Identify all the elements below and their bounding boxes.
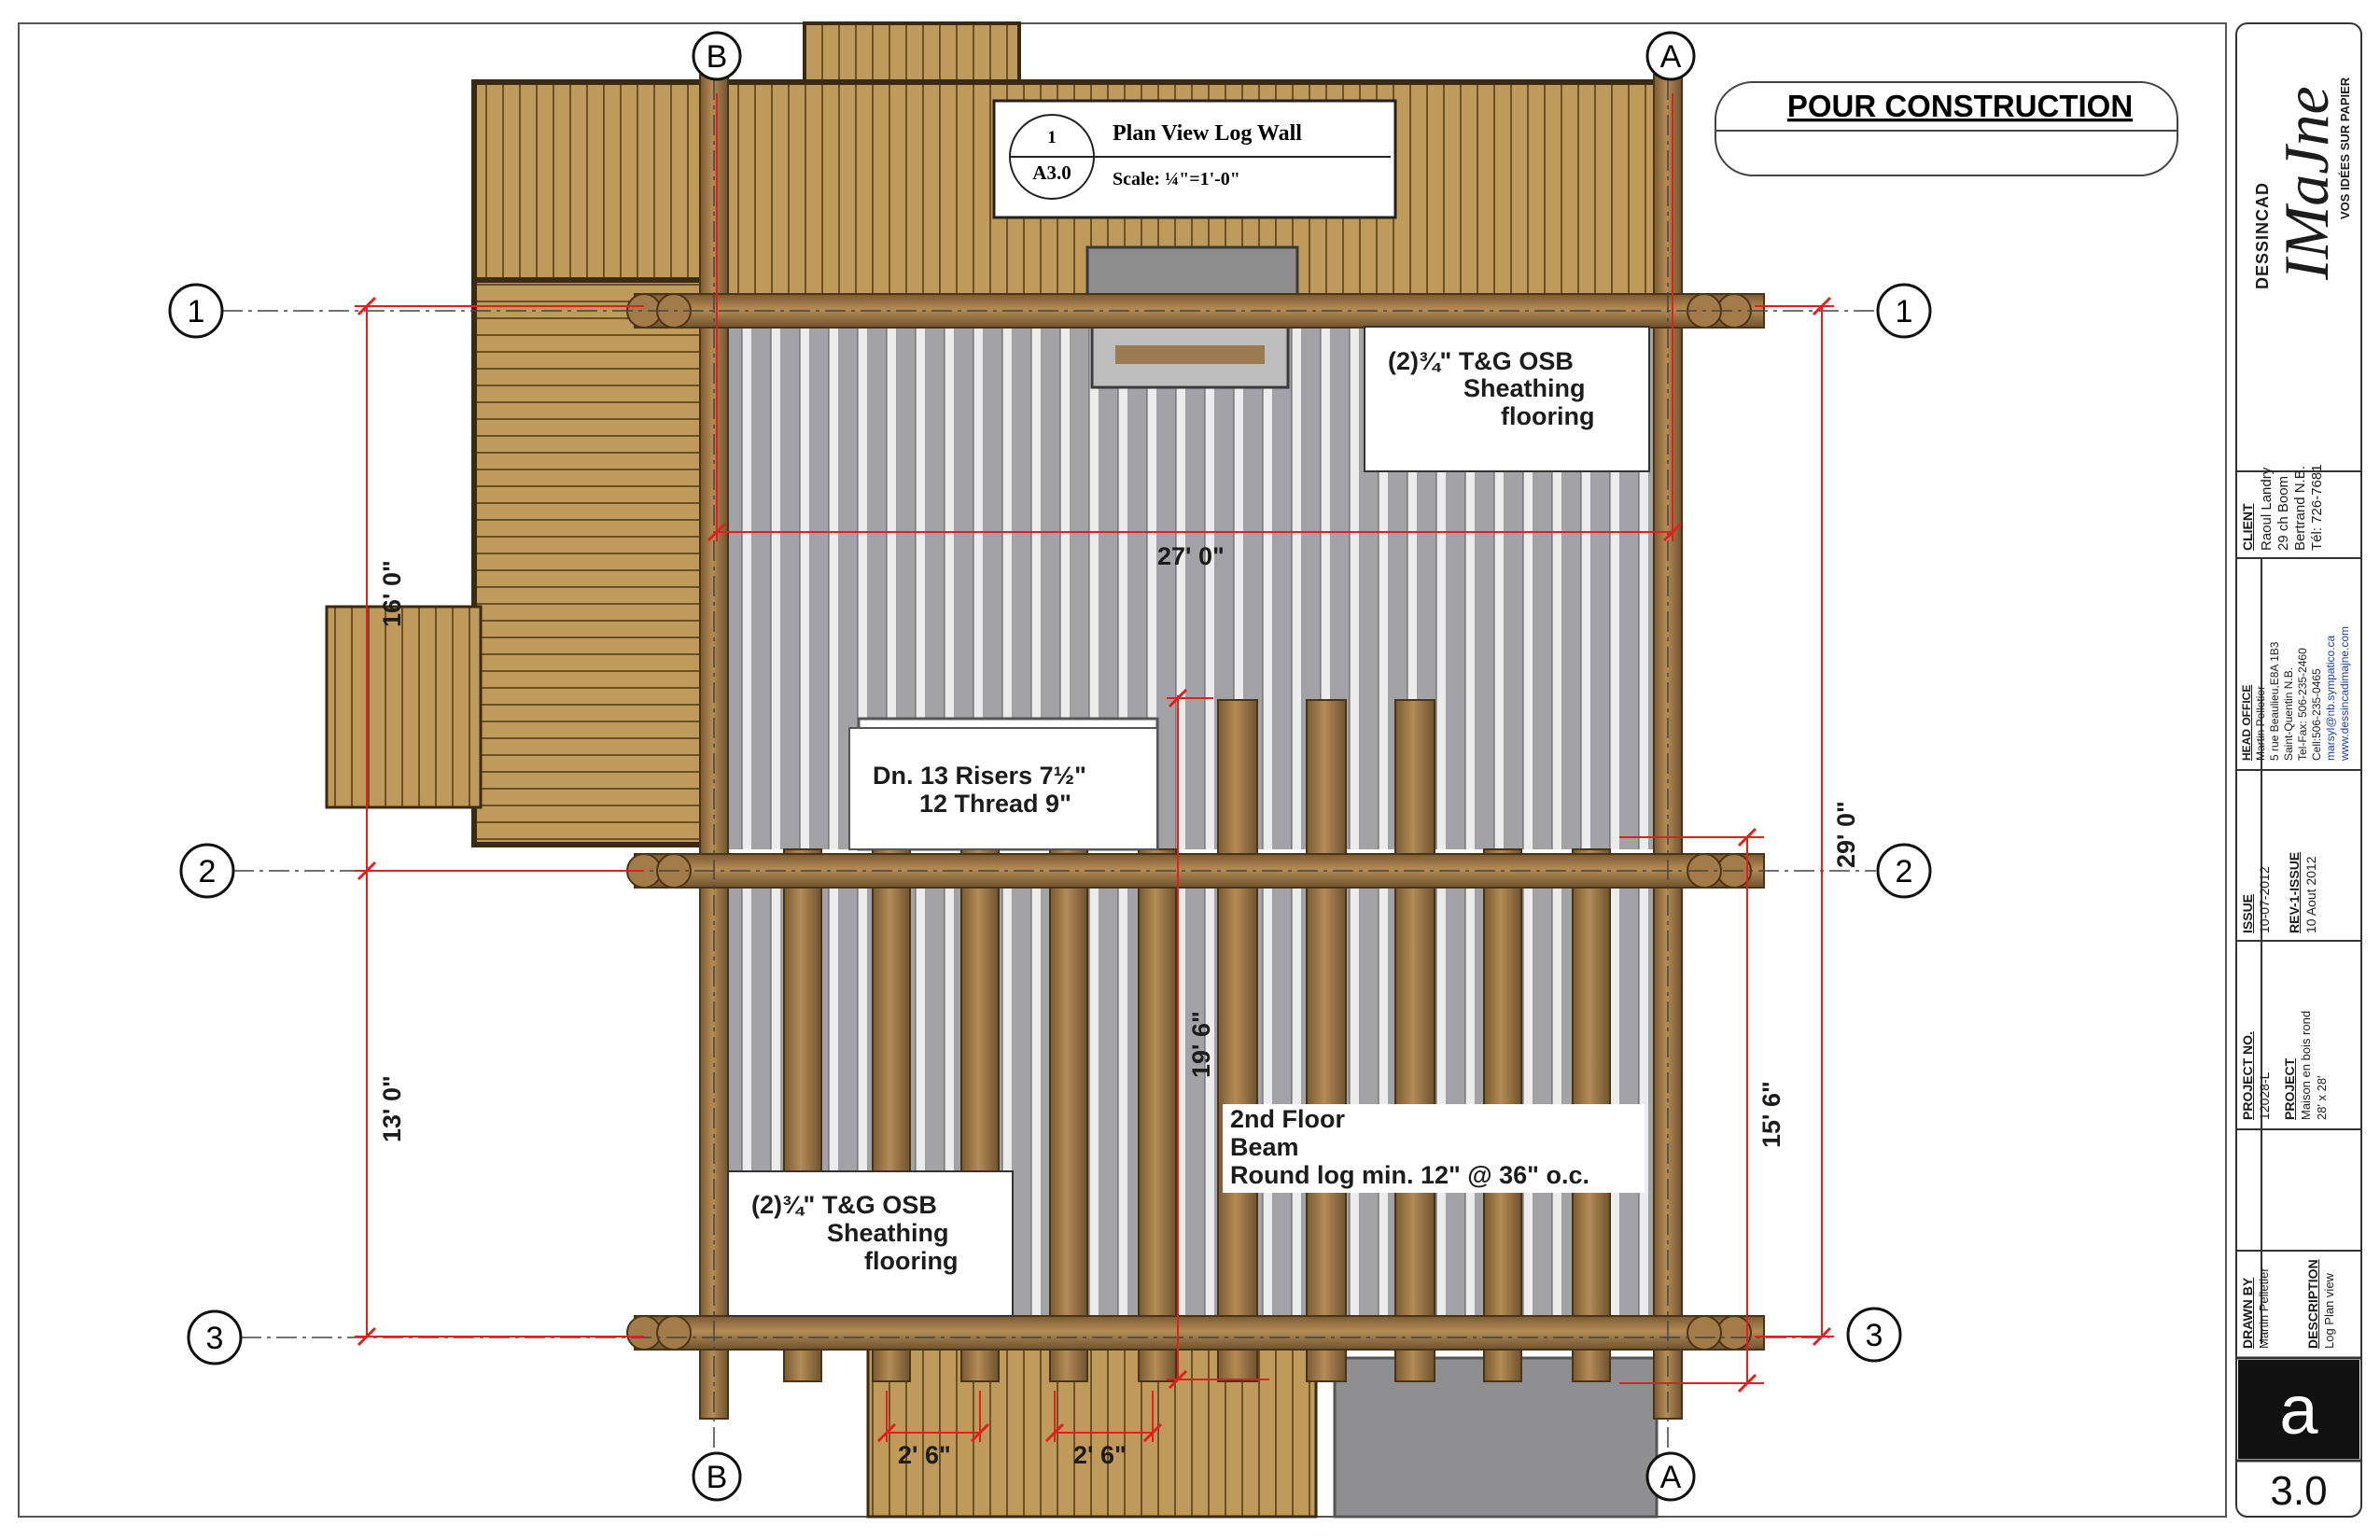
chimney: [1085, 245, 1299, 389]
note-beam-line1: 2nd Floor: [1230, 1105, 1345, 1133]
dimension-15ft6: 15' 6": [1757, 1081, 1785, 1148]
note-osb-top-line1: (2)¾" T&G OSB: [1388, 347, 1574, 375]
grid-bubble-label: B: [707, 39, 728, 75]
grid-bubble-label: 3: [206, 1321, 224, 1356]
stamp-text: POUR CONSTRUCTION: [1787, 89, 2133, 123]
rev-date: 10 Aout 2012: [2303, 856, 2318, 933]
dimension-2ft6-left: 2' 6": [898, 1441, 951, 1469]
pour-construction-stamp: POUR CONSTRUCTION: [1715, 81, 2178, 176]
grid-bubble-a-top: A: [1645, 31, 1696, 81]
view-sheet-ref: A3.0: [1032, 161, 1071, 184]
sheet-letter: a: [2279, 1371, 2318, 1449]
grid-bubble-3-right: 3: [1846, 1307, 1902, 1363]
grid-bubble-label: 2: [199, 854, 217, 889]
grid-bubble-2-right: 2: [1876, 843, 1932, 899]
rev-label: REV-1-ISSUE: [2287, 851, 2302, 933]
head-office-email[interactable]: marsyl@nb.sympatico.ca: [2324, 635, 2337, 761]
dimension-19ft6: 19' 6": [1187, 1011, 1215, 1078]
dimension-16ft: 16' 0": [378, 560, 406, 627]
head-office-line-1: Martin Pelletier: [2254, 685, 2267, 761]
project-line-2: 28' x 28': [2315, 1075, 2329, 1120]
note-osb-top-line3: flooring: [1501, 402, 1594, 430]
issue-date: 10-07-2012: [2257, 866, 2272, 933]
grid-bubble-label: B: [707, 1460, 728, 1495]
brand-tagline: VOS IDÉES SUR PAPIER: [2338, 77, 2352, 219]
client-line-4: Tél: 726-7681: [2309, 464, 2325, 551]
note-osb-top-line2: Sheathing: [1463, 374, 1586, 402]
sheet-letter-panel: [2238, 1360, 2359, 1459]
note-osb-bottom-line1: (2)¾" T&G OSB: [751, 1191, 937, 1219]
issue-label: ISSUE: [2240, 893, 2255, 933]
description-label: DESCRIPTION: [2305, 1259, 2320, 1349]
note-osb-bottom-line3: flooring: [864, 1247, 958, 1275]
dimension-27ft: 27' 0": [1157, 542, 1225, 570]
head-office-line-5: Cell:506-235-0465: [2310, 668, 2323, 761]
note-stairs-line2: 12 Thread 9": [919, 790, 1071, 818]
view-scale: Scale: ¼"=1'-0": [1113, 169, 1240, 189]
drawn-by-value: Martin Pelletier: [2257, 1267, 2271, 1349]
grid-bubble-label: 1: [1896, 294, 1913, 329]
grid-bubbles: B A B A 1 1 2 2 3 3: [168, 31, 1932, 1502]
grid-bubble-label: A: [1660, 39, 1682, 75]
grid-bubble-a-bottom: A: [1645, 1451, 1696, 1502]
view-title-box: 1 A3.0 Plan View Log Wall Scale: ¼"=1'-0…: [992, 99, 1397, 219]
project-no-value: 12028-L: [2257, 1071, 2272, 1120]
project-no-label: PROJECT NO.: [2240, 1031, 2255, 1120]
client-label: CLIENT: [2240, 503, 2255, 551]
view-number: 1: [1047, 128, 1057, 147]
note-osb-bottom: (2)¾" T&G OSB Sheathing flooring: [727, 1170, 1014, 1317]
drawn-by-label: DRAWN BY: [2240, 1277, 2255, 1349]
dimension-lines: [355, 93, 1834, 1443]
note-osb-bottom-line2: Sheathing: [827, 1219, 949, 1247]
grid-bubble-label: 3: [1866, 1318, 1883, 1353]
grid-bubble-label: 1: [188, 294, 205, 329]
dimension-13ft: 13' 0": [378, 1075, 406, 1142]
dimension-2ft6-right: 2' 6": [1073, 1441, 1127, 1469]
dimension-29ft: 29' 0": [1832, 801, 1860, 868]
grid-bubble-2-left: 2: [179, 843, 235, 899]
grid-bubble-3-left: 3: [187, 1309, 243, 1365]
head-office-line-3: Saint-Quentin N.B.: [2282, 666, 2295, 761]
title-block-frame: [2235, 22, 2362, 1518]
head-office-label: HEAD OFFICE: [2240, 684, 2253, 761]
grid-bubble-label: 2: [1896, 854, 1913, 889]
grid-bubble-1-right: 1: [1876, 283, 1932, 339]
note-beam-line2: Beam: [1230, 1133, 1299, 1161]
porch-decks: [325, 21, 1681, 1519]
grid-bubble-b-top: B: [692, 31, 742, 81]
head-office-line-2: 5 rue Beaulieu,E8A 1B3: [2268, 641, 2281, 761]
grid-bubble-label: A: [1660, 1460, 1682, 1495]
head-office-website[interactable]: www.dessincadimajne.com: [2338, 625, 2351, 761]
brand-logo: IMaJne: [2271, 86, 2342, 280]
project-line-1: Maison en bois rond: [2299, 1010, 2313, 1120]
client-line-3: Bertrand N.B.: [2292, 466, 2308, 551]
note-beam: 2nd Floor Beam Round log min. 12" @ 36" …: [1223, 1104, 1645, 1193]
grid-bubble-1-left: 1: [168, 283, 224, 339]
view-title: Plan View Log Wall: [1113, 121, 1302, 146]
note-stairs: Dn. 13 Risers 7½" 12 Thread 9": [848, 727, 1158, 850]
sheet-number: 3.0: [2270, 1468, 2327, 1514]
project-label: PROJECT: [2282, 1057, 2297, 1120]
note-stairs-line1: Dn. 13 Risers 7½": [873, 762, 1086, 790]
note-osb-top: (2)¾" T&G OSB Sheathing flooring: [1364, 326, 1650, 472]
description-value: Log Plan view: [2322, 1273, 2336, 1349]
client-line-2: 29 ch Boom: [2275, 475, 2291, 551]
note-beam-line3: Round log min. 12" @ 36" o.c.: [1230, 1161, 1589, 1189]
head-office-line-4: Tel-Fax: 506-235-2460: [2296, 648, 2309, 761]
grid-bubble-b-bottom: B: [692, 1451, 742, 1502]
client-line-1: Raoul Landry: [2259, 467, 2275, 551]
